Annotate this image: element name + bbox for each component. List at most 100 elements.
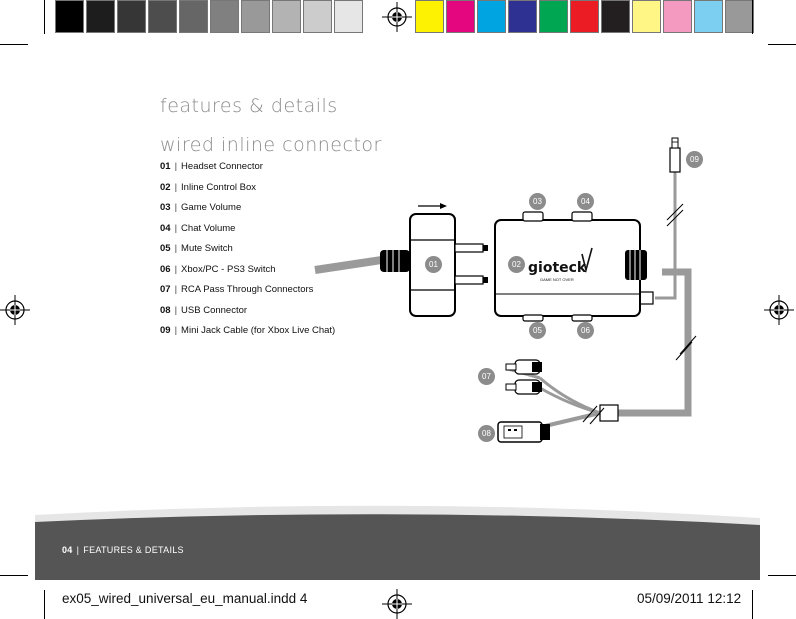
color-swatch xyxy=(117,0,146,33)
color-swatch xyxy=(570,0,599,33)
feature-list-item: 03|Game Volume xyxy=(160,202,241,213)
callout-bubble-03: 03 xyxy=(529,193,546,210)
feature-list-item: 07|RCA Pass Through Connectors xyxy=(160,284,313,295)
callout-bubble-02: 02 xyxy=(508,256,525,273)
cable-rca-2 xyxy=(539,386,601,415)
feature-number: 06 xyxy=(160,263,171,275)
footer-page-number: 04 xyxy=(62,545,73,555)
color-swatch xyxy=(334,0,363,33)
color-swatch xyxy=(86,0,115,33)
feature-list-item: 09|Mini Jack Cable (for Xbox Live Chat) xyxy=(160,325,335,336)
feature-separator: | xyxy=(174,284,178,295)
callout-bubble-05: 05 xyxy=(529,322,546,339)
crop-mark xyxy=(44,0,45,34)
color-swatch xyxy=(148,0,177,33)
crop-mark xyxy=(752,590,753,619)
registration-mark-icon xyxy=(382,589,412,619)
feature-list-item: 01|Headset Connector xyxy=(160,161,263,172)
feature-label: USB Connector xyxy=(181,304,248,316)
footer-separator: | xyxy=(76,545,80,555)
color-swatch xyxy=(241,0,270,33)
color-swatch xyxy=(663,0,692,33)
feature-label: Inline Control Box xyxy=(181,181,257,193)
color-swatch xyxy=(210,0,239,33)
callout-bubble-04: 04 xyxy=(577,193,594,210)
cable-break-mark xyxy=(666,203,684,221)
feature-label: Mini Jack Cable (for Xbox Live Chat) xyxy=(181,325,336,336)
color-swatch xyxy=(632,0,661,33)
footer-band xyxy=(35,505,760,580)
usb-connector xyxy=(497,421,543,443)
registration-mark-icon xyxy=(382,2,412,32)
color-swatch xyxy=(601,0,630,33)
cable-break-mark xyxy=(589,407,605,425)
color-swatch xyxy=(179,0,208,33)
registration-mark-icon xyxy=(764,295,794,325)
feature-separator: | xyxy=(174,202,178,213)
color-swatch xyxy=(415,0,444,33)
crop-mark xyxy=(768,575,796,576)
feature-separator: | xyxy=(174,181,178,193)
feature-number: 08 xyxy=(160,304,171,316)
slug-date: 05/09/2011 12:12 xyxy=(637,591,742,606)
feature-number: 05 xyxy=(160,243,171,254)
feature-label: Mute Switch xyxy=(181,243,233,254)
color-swatch xyxy=(539,0,568,33)
crop-mark xyxy=(44,590,45,619)
feature-number: 09 xyxy=(160,325,171,336)
minijack-plug xyxy=(669,147,681,173)
slug-filename: ex05_wired_universal_eu_manual.indd 4 xyxy=(62,591,308,606)
feature-separator: | xyxy=(174,304,178,316)
footer-label: 04|FEATURES & DETAILS xyxy=(62,545,184,555)
crop-mark xyxy=(768,44,796,45)
cable-break-mark xyxy=(675,341,693,361)
feature-separator: | xyxy=(174,263,178,275)
crop-mark xyxy=(0,575,28,576)
feature-list-item: 04|Chat Volume xyxy=(160,223,235,234)
feature-separator: | xyxy=(174,243,178,254)
connector-diagram: gioteck GAME NOT OVER xyxy=(314,137,697,443)
color-swatch xyxy=(694,0,723,33)
color-swatch xyxy=(446,0,475,33)
callout-bubble-06: 06 xyxy=(577,322,594,339)
cable-rca-1 xyxy=(539,376,601,415)
feature-separator: | xyxy=(174,161,178,172)
page-title: features & details xyxy=(160,95,338,117)
strain-relief xyxy=(380,250,410,272)
feature-number: 04 xyxy=(160,222,171,234)
color-swatch xyxy=(55,0,84,33)
cable-ferrite xyxy=(599,404,619,422)
feature-list-item: 08|USB Connector xyxy=(160,305,247,316)
footer-section: FEATURES & DETAILS xyxy=(83,545,184,555)
feature-label: Xbox/PC - PS3 Switch xyxy=(181,263,276,275)
brand-tagline: GAME NOT OVER xyxy=(540,277,574,282)
callout-bubble-07: 07 xyxy=(478,368,495,385)
brand-logo: gioteck xyxy=(528,260,587,276)
brand-mark-icon xyxy=(581,247,593,274)
feature-label: Game Volume xyxy=(181,202,242,213)
cable-minijack xyxy=(655,168,677,300)
color-swatch xyxy=(272,0,301,33)
feature-list-item: 02|Inline Control Box xyxy=(160,182,256,193)
registration-mark-icon xyxy=(0,295,30,325)
feature-label: RCA Pass Through Connectors xyxy=(181,284,314,295)
feature-label: Chat Volume xyxy=(181,222,236,234)
crop-mark xyxy=(0,44,28,45)
cable-break-mark xyxy=(582,405,598,423)
color-swatch xyxy=(725,0,754,33)
color-swatch xyxy=(303,0,332,33)
callout-bubble-01: 01 xyxy=(425,256,442,273)
callout-bubble-08: 08 xyxy=(478,425,495,442)
feature-separator: | xyxy=(174,222,178,234)
page-subtitle: wired inline connector xyxy=(160,134,382,156)
feature-label: Headset Connector xyxy=(181,161,263,172)
feature-list-item: 05|Mute Switch xyxy=(160,243,233,254)
feature-number: 03 xyxy=(160,202,171,213)
crop-mark xyxy=(752,0,753,34)
color-swatch xyxy=(508,0,537,33)
color-swatch xyxy=(477,0,506,33)
feature-list-item: 06|Xbox/PC - PS3 Switch xyxy=(160,264,276,275)
feature-number: 01 xyxy=(160,161,171,172)
feature-separator: | xyxy=(174,325,178,336)
feature-number: 02 xyxy=(160,181,171,193)
